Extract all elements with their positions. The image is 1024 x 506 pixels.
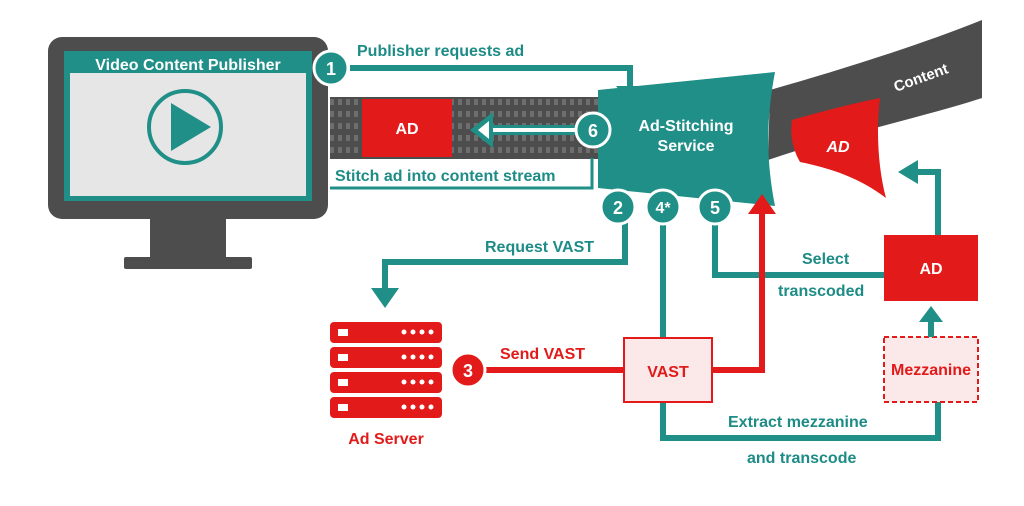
flying-ad-block <box>791 98 886 198</box>
selected-ad-label: AD <box>919 261 942 278</box>
publisher-title: Video Content Publisher <box>95 57 281 74</box>
step1-arrowhead <box>616 86 644 104</box>
step1-label: Publisher requests ad <box>357 43 524 60</box>
stitching-service-line1: Ad-Stitching <box>638 118 733 135</box>
server-icon <box>330 322 442 418</box>
ad-stitching-service <box>598 72 775 206</box>
step4-line <box>660 222 941 441</box>
step2-label: Request VAST <box>485 239 594 256</box>
vast-box <box>623 337 713 403</box>
vast-return-arrow <box>712 214 765 373</box>
step2-arrowhead <box>371 288 399 308</box>
stream-ad-block <box>362 99 452 157</box>
step5-badge: 5 <box>696 188 734 226</box>
stitch-underline <box>330 158 594 190</box>
step5-line <box>712 222 884 278</box>
step2-badge: 2 <box>599 188 637 226</box>
step3-number: 3 <box>463 361 473 381</box>
step3-badge: 3 <box>449 351 487 389</box>
vast-return-arrowhead <box>748 194 776 214</box>
step5-label-line1: Select <box>802 251 850 268</box>
stitching-service-line2: Service <box>658 138 715 155</box>
extract-label-line2: and transcode <box>747 450 856 467</box>
step2-arrow <box>382 222 628 290</box>
step5-label-line2: transcoded <box>778 283 864 300</box>
step5-number: 5 <box>710 198 720 218</box>
step4-badge: 4* <box>644 188 682 226</box>
step6-badge: 6 <box>574 111 612 149</box>
stream-ad-label: AD <box>395 121 418 138</box>
step2-number: 2 <box>613 198 623 218</box>
vast-box-label: VAST <box>647 364 689 381</box>
ad-up-arrow <box>916 169 941 235</box>
step4-number: 4* <box>655 200 671 217</box>
step6-number: 6 <box>588 121 598 141</box>
step1-badge: 1 <box>312 49 350 87</box>
flying-ad-label: AD <box>825 139 850 156</box>
step1-arrow <box>350 65 633 90</box>
step6-label: Stitch ad into content stream <box>335 168 555 185</box>
step3-label: Send VAST <box>500 346 585 363</box>
mezzanine-box <box>883 336 979 403</box>
step1-number: 1 <box>326 59 336 79</box>
play-icon <box>147 89 223 165</box>
ad-server-label: Ad Server <box>348 431 424 448</box>
selected-ad-box <box>884 235 978 301</box>
extract-label-line1: Extract mezzanine <box>728 414 868 431</box>
mezzanine-label: Mezzanine <box>891 362 971 379</box>
